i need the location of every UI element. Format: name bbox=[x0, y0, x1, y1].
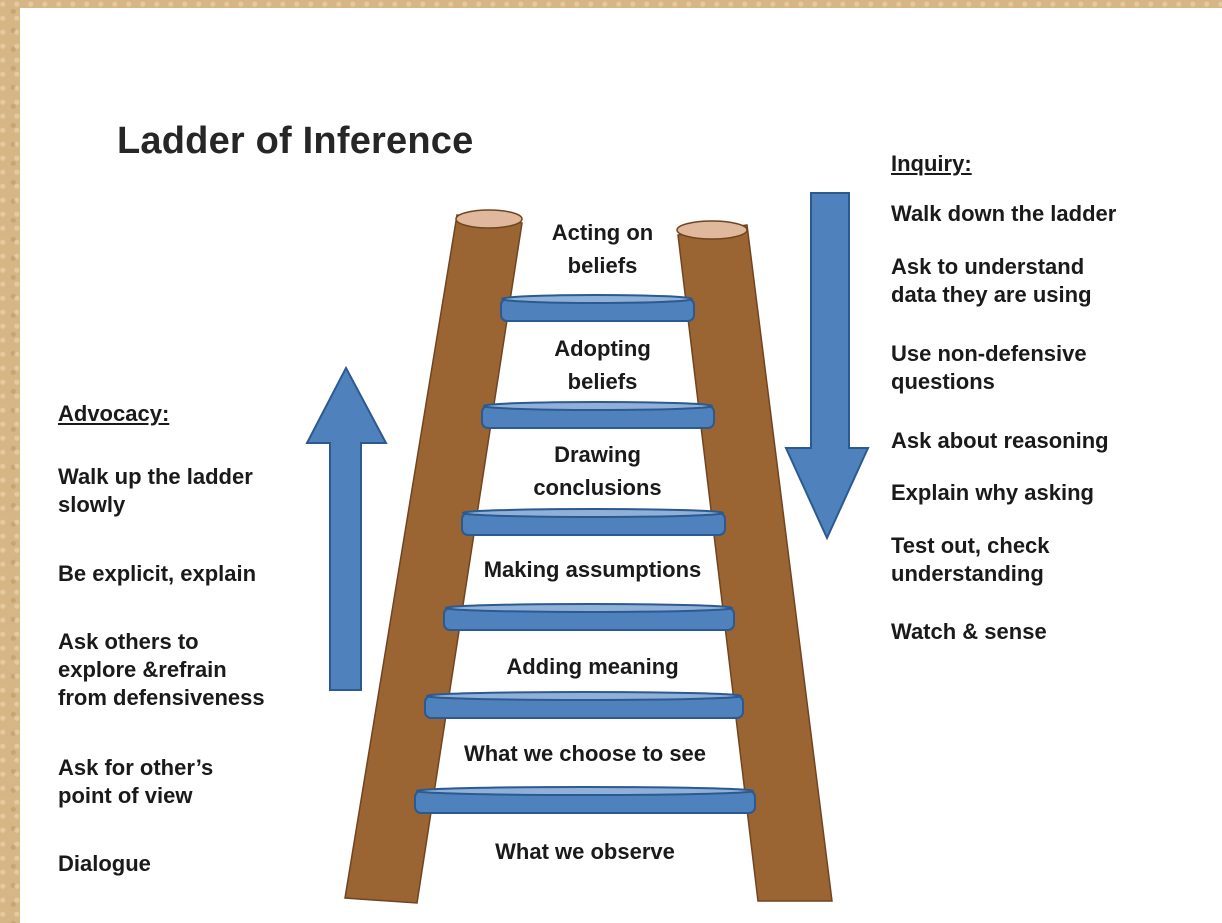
text-line: Test out, check bbox=[891, 533, 1050, 558]
ladder-diagram bbox=[305, 192, 870, 904]
rung-1 bbox=[500, 294, 695, 322]
rung-4 bbox=[443, 603, 735, 631]
text-line: Watch & sense bbox=[891, 619, 1047, 644]
advocacy-item: Walk up the ladder slowly bbox=[58, 463, 253, 519]
down-arrow bbox=[784, 192, 870, 541]
step-label: What we observe bbox=[440, 835, 730, 868]
inquiry-item: Walk down the ladder bbox=[891, 200, 1116, 228]
text-line: Drawing bbox=[554, 442, 641, 467]
rung-3 bbox=[461, 508, 726, 536]
rung-2 bbox=[481, 401, 715, 429]
ladder-left-rail-top bbox=[455, 209, 523, 229]
inquiry-item: Use non-defensive questions bbox=[891, 340, 1087, 396]
step-text: Making assumptions bbox=[483, 557, 702, 582]
text-line: slowly bbox=[58, 492, 126, 517]
text-line: Ask to understand bbox=[891, 254, 1085, 279]
advocacy-item: Be explicit, explain bbox=[58, 560, 256, 588]
step-text: Adopting beliefs bbox=[520, 332, 685, 398]
ladder-rungs bbox=[414, 294, 756, 814]
step-label: Making assumptions bbox=[440, 553, 745, 586]
text-line: Walk up the ladder bbox=[58, 464, 253, 489]
text-line: point of view bbox=[58, 783, 193, 808]
text-line: from defensiveness bbox=[58, 685, 265, 710]
step-text: Drawing conclusions bbox=[490, 438, 705, 504]
rung-5 bbox=[424, 691, 744, 719]
text-line: Ask others to bbox=[58, 629, 199, 654]
text-line: Ask for other’s bbox=[58, 755, 214, 780]
text-line: Use non-defensive bbox=[891, 341, 1087, 366]
step-text: What we choose to see bbox=[463, 741, 707, 766]
advocacy-item: Ask for other’s point of view bbox=[58, 754, 213, 810]
step-label: Drawing conclusions bbox=[490, 438, 705, 504]
text-line: Walk down the ladder bbox=[891, 201, 1117, 226]
slide: Ladder of Inference Acting on beliefs Ado… bbox=[20, 8, 1222, 923]
advocacy-heading: Advocacy: bbox=[58, 401, 170, 426]
text-line: understanding bbox=[891, 561, 1044, 586]
inquiry-heading: Inquiry: bbox=[891, 151, 972, 176]
up-arrow bbox=[305, 365, 388, 691]
step-label: Acting on beliefs bbox=[520, 216, 685, 282]
inquiry-item: Ask about reasoning bbox=[891, 427, 1109, 455]
text-line: beliefs bbox=[567, 253, 638, 278]
step-label: Adding meaning bbox=[440, 650, 745, 683]
text-line: data they are using bbox=[891, 282, 1092, 307]
text-line: Be explicit, explain bbox=[58, 561, 257, 586]
step-label: Adopting beliefs bbox=[520, 332, 685, 398]
step-text: What we observe bbox=[495, 839, 675, 864]
inquiry-item: Ask to understand data they are using bbox=[891, 253, 1092, 309]
text-line: explore &refrain bbox=[58, 657, 227, 682]
text-line: conclusions bbox=[533, 475, 662, 500]
advocacy-item: Ask others to explore &refrain from defens… bbox=[58, 628, 265, 712]
page-title: Ladder of Inference bbox=[117, 120, 474, 162]
step-text: Acting on beliefs bbox=[520, 216, 685, 282]
inquiry-item: Test out, check understanding bbox=[891, 532, 1050, 588]
text-line: Ask about reasoning bbox=[891, 428, 1109, 453]
step-text: Adding meaning bbox=[506, 654, 679, 679]
text-line: beliefs bbox=[567, 369, 638, 394]
inquiry-item: Watch & sense bbox=[891, 618, 1047, 646]
step-label: What we choose to see bbox=[420, 737, 750, 770]
inquiry-item: Explain why asking bbox=[891, 479, 1094, 507]
ladder-right-rail-top bbox=[676, 220, 748, 240]
text-line: Dialogue bbox=[58, 851, 151, 876]
text-line: Explain why asking bbox=[891, 480, 1094, 505]
rung-6 bbox=[414, 786, 756, 814]
advocacy-item: Dialogue bbox=[58, 850, 151, 878]
text-line: questions bbox=[891, 369, 995, 394]
text-line: Acting on bbox=[551, 220, 654, 245]
text-line: Adopting bbox=[554, 336, 651, 361]
